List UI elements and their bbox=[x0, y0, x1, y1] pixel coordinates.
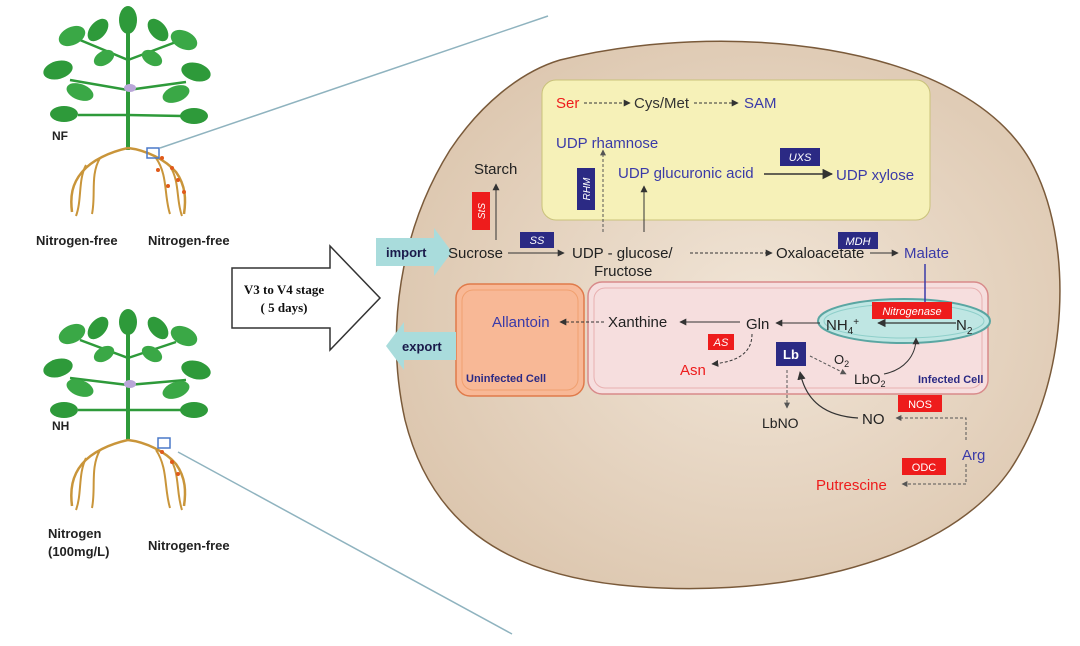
enzyme-ss: SS bbox=[530, 235, 545, 247]
enzyme-as: AS bbox=[713, 337, 729, 349]
plant-top-label: NF bbox=[52, 129, 68, 143]
metabolite-udp-glucuronic-acid: UDP glucuronic acid bbox=[618, 165, 754, 182]
metabolite-sucrose: Sucrose bbox=[448, 245, 503, 262]
metabolite-putrescine: Putrescine bbox=[816, 477, 887, 494]
enzyme-uxs-box bbox=[780, 148, 820, 166]
import-arrow bbox=[376, 228, 452, 276]
plant-top-illustration bbox=[43, 6, 211, 217]
plant-bottom-label: NH bbox=[52, 419, 69, 433]
stage-arrow bbox=[231, 244, 382, 352]
metabolite-cys-met: Cys/Met bbox=[634, 95, 690, 112]
export-label: export bbox=[402, 339, 442, 354]
label-infected-cell: Infected Cell bbox=[918, 374, 983, 386]
enzyme-mdh-box bbox=[838, 232, 878, 249]
metabolite-lbno: LbNO bbox=[762, 415, 799, 431]
metabolite-starch: Starch bbox=[474, 161, 517, 178]
enzyme-sts: StS bbox=[477, 203, 488, 219]
label-uninfected-cell: Uninfected Cell bbox=[466, 373, 546, 385]
metabolite-oxaloacetate: Oxaloacetate bbox=[776, 245, 864, 262]
enzyme-sts-box bbox=[472, 192, 490, 230]
stage-label-line1: V3 to V4 stage bbox=[244, 282, 325, 297]
plant-top-right-treatment: Nitrogen-free bbox=[148, 233, 230, 248]
import-label: import bbox=[386, 245, 427, 260]
metabolite-o2: O2 bbox=[834, 352, 849, 369]
metabolite-udp-xylose: UDP xylose bbox=[836, 167, 914, 184]
metabolite-n2: N2 bbox=[956, 317, 973, 337]
plant-bottom-illustration bbox=[43, 309, 211, 511]
metabolite-gln: Gln bbox=[746, 316, 769, 333]
metabolite-arg: Arg bbox=[962, 447, 985, 464]
enzyme-lb: Lb bbox=[783, 347, 799, 362]
metabolite-asn: Asn bbox=[680, 362, 706, 379]
metabolite-allantoin: Allantoin bbox=[492, 314, 550, 331]
plant-bottom-left-treatment-line2: (100mg/L) bbox=[48, 544, 109, 559]
metabolite-no: NO bbox=[862, 411, 885, 428]
enzyme-mdh: MDH bbox=[845, 236, 870, 248]
metabolite-udp-rhamnose: UDP rhamnose bbox=[556, 135, 658, 152]
metabolite-udp-glucose: UDP - glucose/ bbox=[572, 245, 673, 262]
enzyme-nitrogenase-box bbox=[872, 302, 952, 319]
metabolite-xanthine: Xanthine bbox=[608, 314, 667, 331]
enzyme-odc: ODC bbox=[912, 462, 937, 474]
plant-top-left-treatment: Nitrogen-free bbox=[36, 233, 118, 248]
stage-label-line2: ( 5 days) bbox=[261, 300, 308, 315]
enzyme-nos-box bbox=[898, 395, 942, 412]
zoom-line-bottom bbox=[177, 451, 513, 635]
metabolite-malate: Malate bbox=[904, 245, 949, 262]
plant-bottom-left-treatment-line1: Nitrogen bbox=[48, 526, 102, 541]
enzyme-nitrogenase: Nitrogenase bbox=[882, 306, 941, 318]
enzyme-ss-box bbox=[520, 232, 554, 248]
zoom-line-top bbox=[159, 15, 549, 149]
enzyme-rhm-box bbox=[577, 168, 595, 210]
enzyme-nos: NOS bbox=[908, 399, 932, 411]
enzyme-lb-box bbox=[776, 342, 806, 366]
metabolite-nh4: NH4+ bbox=[826, 317, 859, 337]
metabolite-lbo2: LbO2 bbox=[854, 371, 885, 389]
export-arrow bbox=[386, 322, 456, 370]
enzyme-odc-box bbox=[902, 458, 946, 475]
metabolite-ser: Ser bbox=[556, 95, 579, 112]
enzyme-rhm: RHM bbox=[582, 177, 593, 200]
cytoplasm-yellow-box bbox=[541, 79, 931, 221]
enzyme-uxs: UXS bbox=[789, 152, 812, 164]
metabolite-fructose: Fructose bbox=[594, 263, 652, 280]
plant-bottom-right-treatment: Nitrogen-free bbox=[148, 538, 230, 553]
metabolite-sam: SAM bbox=[744, 95, 777, 112]
enzyme-as-box bbox=[708, 334, 734, 350]
